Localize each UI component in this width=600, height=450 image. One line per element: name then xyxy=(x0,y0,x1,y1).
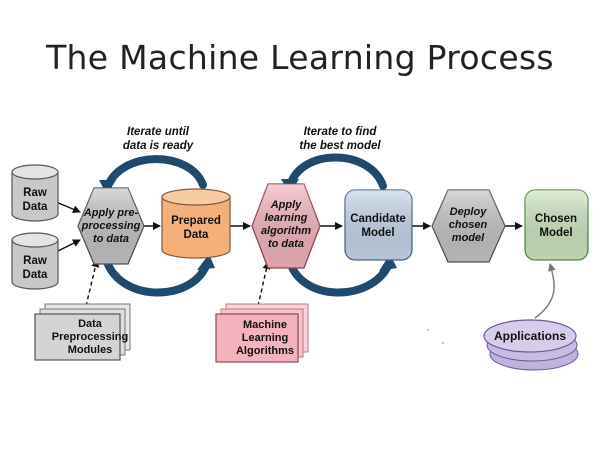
pre-line: to data xyxy=(93,233,129,245)
cho-line: Model xyxy=(539,227,572,239)
pre-line: processing xyxy=(81,220,141,232)
learn-line: learning xyxy=(265,212,308,224)
prep-line: Prepared xyxy=(171,215,221,227)
mod-line: Data xyxy=(78,318,103,330)
loop2-line: the best model xyxy=(299,140,381,152)
raw2-line: Raw xyxy=(23,255,47,267)
raw1-line: Raw xyxy=(23,187,47,199)
dep-line: chosen xyxy=(449,219,488,231)
pre-line: Apply pre- xyxy=(83,207,139,219)
alg-line: Machine xyxy=(243,319,287,331)
raw1-line: Data xyxy=(23,201,49,213)
loop2-line: Iterate to find xyxy=(304,126,378,138)
alg-line: Algorithms xyxy=(236,345,294,357)
cand-line: Model xyxy=(361,227,394,239)
loop1-line: data is ready xyxy=(123,140,194,152)
learn-line: Apply xyxy=(270,199,302,211)
stray-dot xyxy=(442,342,444,344)
arrow-raw2-to-preprocess xyxy=(55,239,81,253)
page-title: The Machine Learning Process xyxy=(46,38,554,77)
learn-line: algorithm xyxy=(261,225,311,237)
cho-line: Chosen xyxy=(535,213,577,225)
cand-line: Candidate xyxy=(350,213,406,225)
arrow-modules-to-preprocess xyxy=(85,259,100,307)
dep-line: Deploy xyxy=(450,206,488,218)
loop-label-data-ready: Iterate until data is ready xyxy=(123,126,194,152)
prep-line: Data xyxy=(184,229,210,241)
raw2-line: Data xyxy=(23,269,49,281)
dep-line: model xyxy=(452,232,485,244)
stray-dot xyxy=(427,329,429,331)
applications-stack: Applications xyxy=(483,319,579,371)
loop1-line: Iterate until xyxy=(127,126,190,138)
arrow-algorithms-to-learning xyxy=(257,261,271,307)
mod-line: Modules xyxy=(68,344,113,356)
alg-line: Learning xyxy=(242,332,288,344)
arrow-applications-to-chosen xyxy=(534,263,556,319)
arrow-raw1-to-preprocess xyxy=(55,201,81,213)
loop-label-best-model: Iterate to find the best model xyxy=(299,126,381,152)
mod-line: Preprocessing xyxy=(52,331,128,343)
applications-label: Applications xyxy=(494,329,566,343)
learn-line: to data xyxy=(268,238,304,250)
